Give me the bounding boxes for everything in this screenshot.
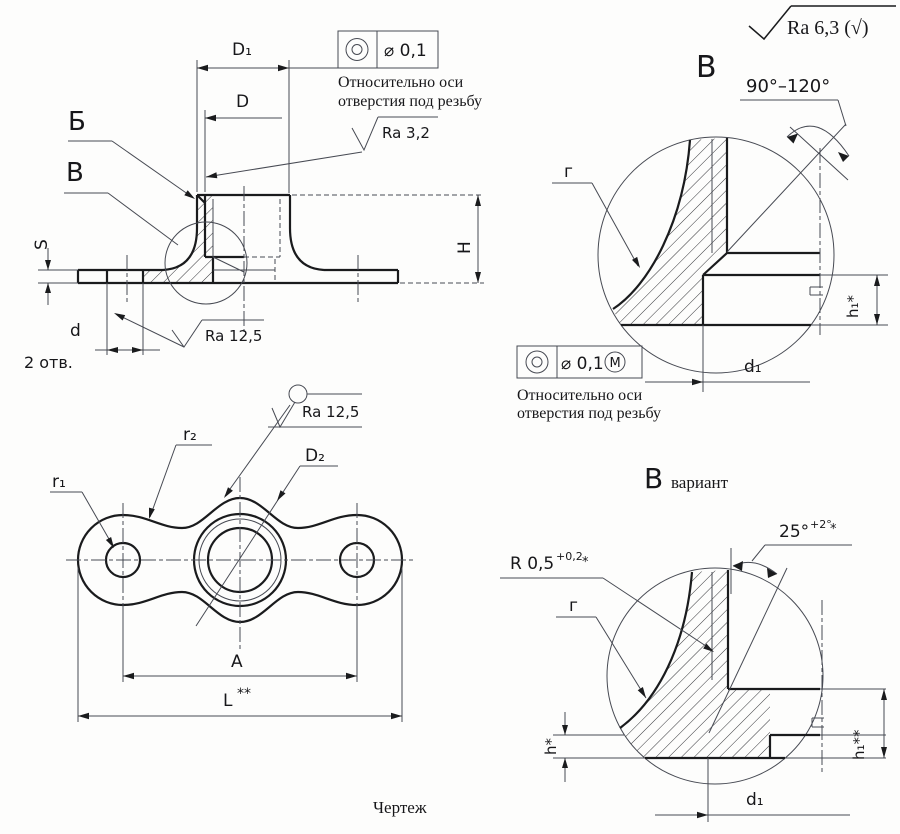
tolerance-note-detail-line2: отверстия под резьбу	[517, 405, 661, 422]
dim-label-H: H	[455, 241, 475, 254]
variant-b-view: В вариант 25° +2° * R 0,5 +0,2 *	[500, 462, 887, 822]
tolerance-note-detail-line1: Относительно оси	[517, 387, 643, 404]
detail-b-view: В 90°–120° г h₁* d₁	[516, 50, 888, 422]
side-view-dimensions: D₁ D H S d 2 отв.	[24, 40, 484, 372]
roughness-value-hole: Ra 12,5	[205, 327, 262, 345]
dim-label-fillet-g-variant: г	[569, 596, 578, 616]
dim-label-r1: r₁	[52, 472, 66, 492]
detail-b-boundary-circle	[597, 136, 835, 374]
variant-b-radius-leader: R 0,5 +0,2 *	[500, 550, 714, 652]
variant-b-fillet-leader: г	[556, 596, 647, 699]
general-roughness-value: Ra 6,3 (√)	[787, 17, 869, 39]
dim-label-d1: d₁	[744, 357, 762, 377]
plan-view: r₁ r₂ Ra 12,5 D₂ A L	[50, 384, 414, 722]
dim-label-d1-variant: d₁	[746, 790, 764, 810]
dim-label-fillet-g: г	[564, 162, 573, 182]
dim-label-r2: r₂	[183, 425, 197, 445]
dim-label-angle-25-tol: +2°	[810, 518, 832, 531]
dim-label-R05: R 0,5	[510, 554, 554, 574]
dim-label-angle-25-note: *	[830, 522, 837, 537]
view-label-v: В	[66, 158, 84, 188]
dim-label-h1-2star: h₁**	[850, 729, 868, 760]
variant-b-subtitle: вариант	[671, 473, 729, 492]
variant-b-hatching	[620, 570, 770, 758]
roughness-value-contour: Ra 12,5	[302, 403, 359, 421]
dim-label-h-star: h*	[542, 737, 560, 755]
dim-label-R05-tol: +0,2	[556, 550, 583, 563]
tolerance-frame-top: ⌀ 0,1 Относительно оси отверстия под рез…	[337, 30, 482, 110]
dim-label-D2: D₂	[305, 446, 325, 466]
variant-b-boundary-circle	[606, 567, 824, 785]
detail-b-fillet-leader: г	[552, 162, 640, 268]
dim-label-R05-note: *	[582, 555, 589, 570]
dim-label-h1-star: h₁*	[844, 294, 862, 318]
side-view-hatching	[143, 195, 213, 283]
detail-b-dimensions: h₁* d₁	[645, 275, 880, 392]
dim-label-L-note: **	[237, 686, 251, 702]
view-label-b: Б	[68, 107, 86, 137]
variant-b-angle-dimension: 25° +2° *	[730, 518, 852, 594]
holes-count-note: 2 отв.	[24, 353, 73, 372]
side-view-outline	[76, 193, 400, 305]
variant-b-title: В	[644, 462, 663, 495]
concentricity-icon	[345, 38, 369, 61]
material-condition-letter: M	[610, 356, 621, 371]
detail-b-angle-dimension: 90°–120°	[726, 76, 850, 253]
tolerance-frame-detail: ⌀ 0,1 M Относительно оси отверстия под р…	[516, 345, 661, 422]
side-section-view: D₁ D H S d 2 отв. Б В	[24, 30, 484, 372]
detail-b-title: В	[696, 50, 717, 85]
roughness-value-bore: Ra 3,2	[382, 124, 430, 142]
roughness-icon-contour: Ra 12,5	[224, 384, 362, 498]
dim-label-L: L	[223, 691, 233, 711]
detail-b-marker-circle	[164, 221, 248, 305]
concentricity-icon-detail	[525, 350, 549, 374]
tolerance-note-line1: Относительно оси	[338, 74, 464, 91]
side-view-centerlines	[126, 186, 359, 332]
dim-label-d: d	[70, 321, 81, 341]
detail-b-outline	[612, 138, 888, 327]
plan-view-dimensions: r₁ r₂ Ra 12,5 D₂ A L	[50, 384, 403, 722]
general-roughness-mark: Ra 6,3 (√)	[748, 5, 896, 41]
variant-b-dimensions: h* h₁** d₁	[542, 689, 887, 822]
material-condition-icon	[604, 351, 626, 373]
roughness-icon-general	[748, 5, 896, 41]
dim-label-angle-25: 25°	[779, 522, 809, 542]
dim-label-D1: D₁	[232, 40, 252, 60]
tolerance-value-detail: ⌀ 0,1	[561, 354, 604, 374]
roughness-icon-hole: Ra 12,5	[114, 313, 264, 348]
dim-label-S: S	[32, 239, 52, 250]
roughness-icon-bore: Ra 3,2	[205, 116, 438, 179]
drawing-caption: Чертеж	[373, 798, 427, 817]
side-view-leaders: Б В Ra 3,2 Ra 12,5	[64, 107, 438, 348]
dim-label-angle-90-120: 90°–120°	[746, 76, 830, 97]
tolerance-value-top: ⌀ 0,1	[384, 41, 427, 61]
dim-label-A: A	[231, 652, 243, 672]
plan-view-centerlines	[66, 477, 414, 652]
tolerance-note-line2: отверстия под резьбу	[338, 93, 482, 110]
dim-label-D: D	[236, 92, 249, 112]
